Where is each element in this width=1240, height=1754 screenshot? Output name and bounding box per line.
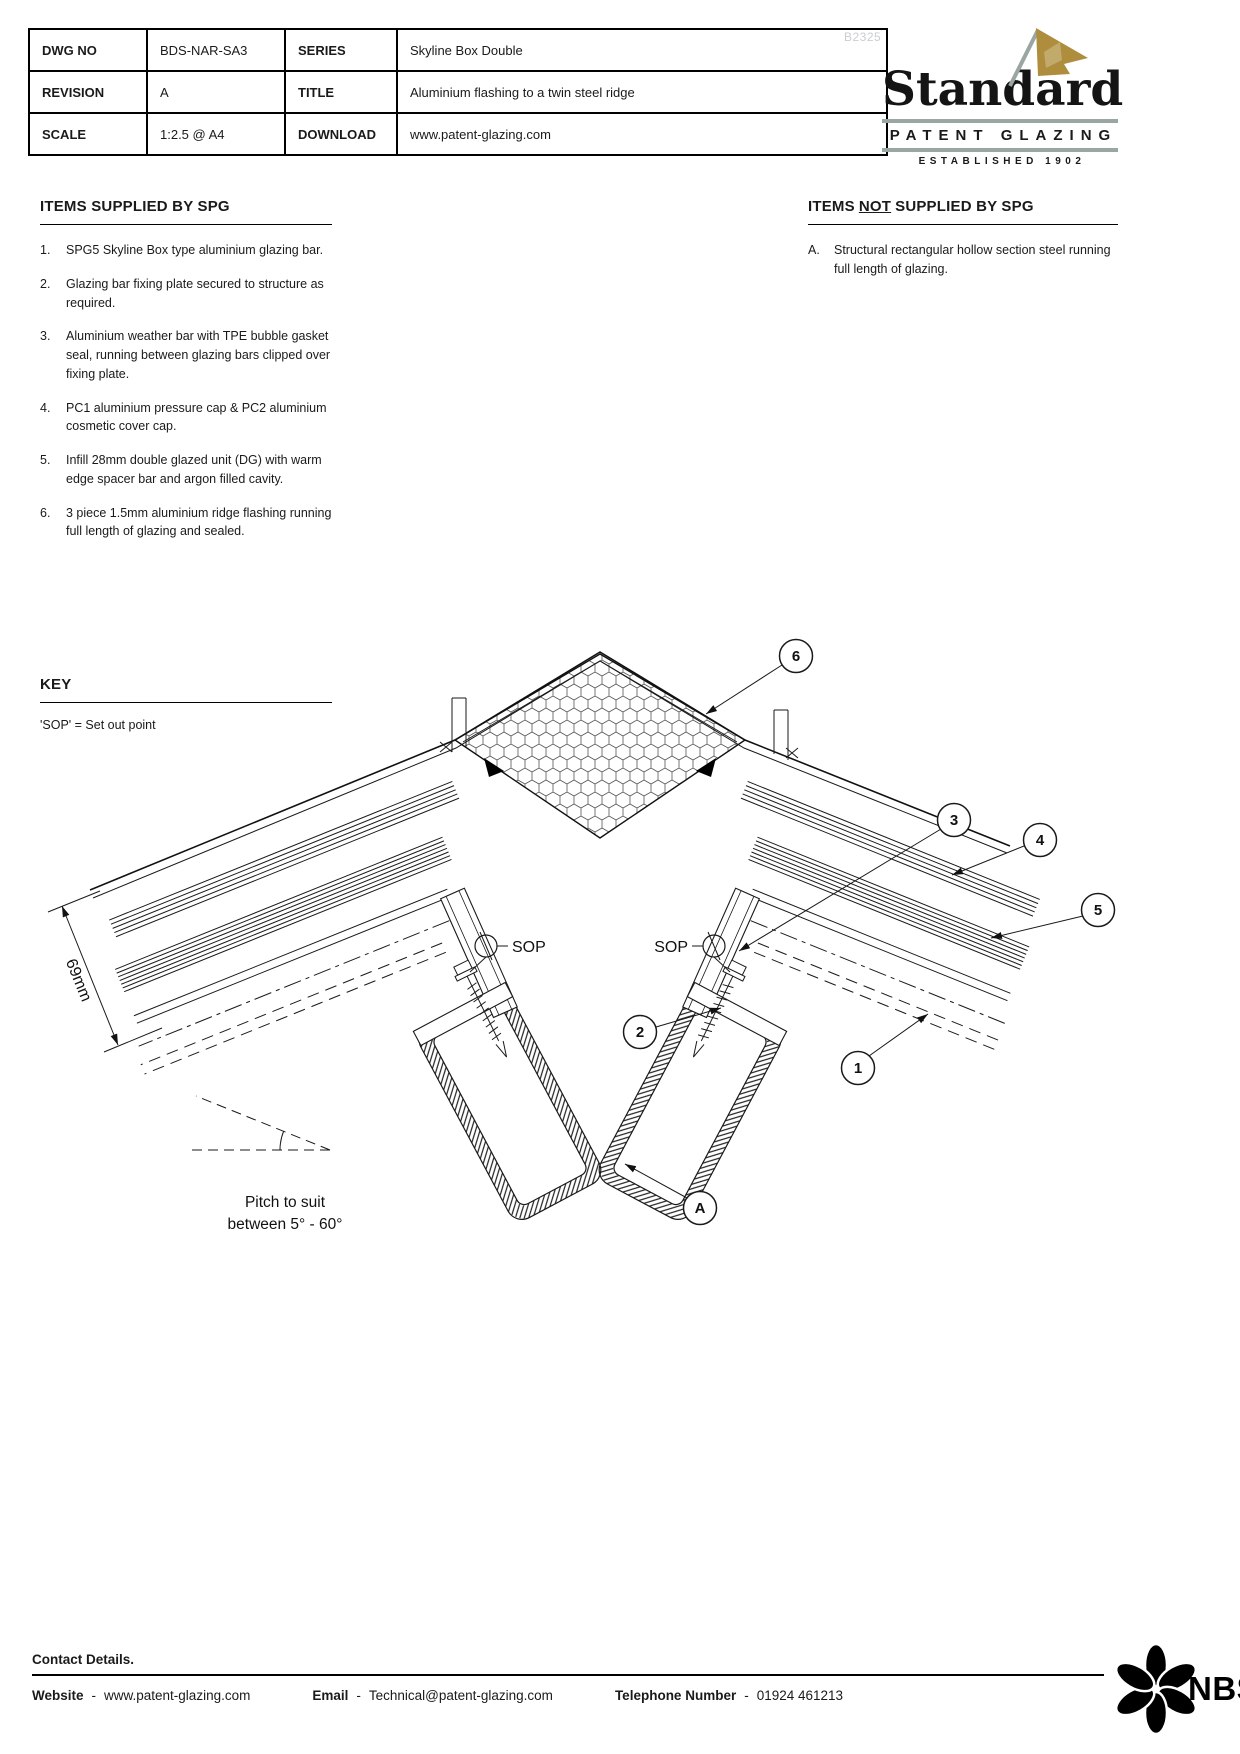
balloon-2: 2 xyxy=(622,1007,722,1050)
phone-value: 01924 461213 xyxy=(756,1688,844,1703)
scale-value: 1:2.5 @ A4 xyxy=(146,112,286,156)
sop-marker-right: SOP xyxy=(654,931,731,973)
flashing-screw-right xyxy=(785,747,799,759)
list-item: 6.3 piece 1.5mm aluminium ridge flashing… xyxy=(40,505,332,539)
right-glazing-slope xyxy=(740,780,1040,1053)
website-link[interactable]: www.patent-glazing.com xyxy=(104,1688,251,1703)
balloon-3: 3 xyxy=(738,802,972,952)
logo-rule-top xyxy=(882,119,1118,123)
balloon-1: 1 xyxy=(840,1013,929,1086)
website-label: Website xyxy=(32,1688,84,1703)
flag-icon xyxy=(1002,26,1092,93)
key-heading: KEY xyxy=(40,676,72,693)
pitch-text-line2: between 5° - 60° xyxy=(228,1216,343,1233)
list-item: 3.Aluminium weather bar with TPE bubble … xyxy=(40,329,331,381)
table-row: SCALE 1:2.5 @ A4 DOWNLOAD www.patent-gla… xyxy=(28,112,888,156)
contact-heading: Contact Details. xyxy=(32,1652,135,1667)
title-value: Aluminium flashing to a twin steel ridge xyxy=(396,70,888,114)
honeycomb-core xyxy=(453,653,747,839)
fixing-plate-right xyxy=(686,981,788,1047)
pitch-text-line1: Pitch to suit xyxy=(245,1194,326,1211)
contact-footer: Contact Details. Website - www.patent-gl… xyxy=(32,1652,1104,1703)
phone-group: Telephone Number - 01924 461213 xyxy=(614,1688,844,1703)
dwg-no-value: BDS-NAR-SA3 xyxy=(146,28,286,72)
items-not-supplied-list: A.Structural rectangular hollow section … xyxy=(808,241,1118,279)
flashing-upstand-left xyxy=(451,697,467,752)
balloon-A: A xyxy=(624,1163,718,1226)
balloon-4: 4 xyxy=(951,822,1058,876)
section-rule xyxy=(808,224,1118,225)
table-row: REVISION A TITLE Aluminium flashing to a… xyxy=(28,70,888,114)
section-rule xyxy=(40,702,332,703)
svg-text:5: 5 xyxy=(1094,902,1102,919)
svg-text:A: A xyxy=(695,1200,706,1217)
email-label: Email xyxy=(312,1688,349,1703)
revision-value: A xyxy=(146,70,286,114)
table-row: DWG NO BDS-NAR-SA3 SERIES Skyline Box Do… xyxy=(28,28,888,72)
email-link[interactable]: Technical@patent-glazing.com xyxy=(368,1688,553,1703)
website-group: Website - www.patent-glazing.com xyxy=(32,1688,251,1703)
sop-label-right: SOP xyxy=(654,939,688,956)
glazing-bar-left xyxy=(439,887,518,1019)
items-supplied-section: ITEMS SUPPLIED BY SPG 1.SPG5 Skyline Box… xyxy=(40,198,332,556)
download-label: DOWNLOAD xyxy=(284,112,398,156)
key-entry: 'SOP' = Set out point xyxy=(40,718,156,732)
series-label: SERIES xyxy=(284,28,398,72)
list-item: 4.PC1 aluminium pressure cap & PC2 alumi… xyxy=(40,400,327,434)
logo-rule-bottom xyxy=(882,148,1118,152)
logo-established: ESTABLISHED 1902 xyxy=(918,156,1086,167)
flashing-screw-left xyxy=(439,741,453,753)
sop-marker-left: SOP xyxy=(469,931,546,973)
phone-label: Telephone Number xyxy=(614,1688,737,1703)
logo-tagline: PATENT GLAZING xyxy=(889,127,1118,144)
pitch-indicator: Pitch to suit between 5° - 60° xyxy=(192,1095,343,1233)
revision-label: REVISION xyxy=(28,70,148,114)
glazing-bar-right xyxy=(682,887,761,1019)
logo-wordmark: Standard xyxy=(882,62,1124,117)
left-glazing-slope xyxy=(109,780,460,1075)
watermark-code: B2325 xyxy=(844,30,882,44)
svg-text:2: 2 xyxy=(636,1024,644,1041)
dimension-text: 69mm xyxy=(62,957,94,1005)
list-item: 1.SPG5 Skyline Box type aluminium glazin… xyxy=(40,243,324,257)
title-label: TITLE xyxy=(284,70,398,114)
svg-text:1: 1 xyxy=(854,1060,862,1077)
list-item: 2.Glazing bar fixing plate secured to st… xyxy=(40,276,324,310)
svg-text:3: 3 xyxy=(950,812,958,829)
nbs-wordmark: NBS xyxy=(1188,1670,1240,1707)
sop-label-left: SOP xyxy=(512,939,546,956)
nbs-flower-icon xyxy=(1116,1645,1196,1733)
fixing-plate-left xyxy=(412,981,514,1047)
footer-rule xyxy=(32,1674,1104,1676)
company-logo: Standard PATENT GLAZING ESTABLISHED 1902 xyxy=(882,26,1124,167)
balloon-6: 6 xyxy=(705,638,814,715)
balloon-5: 5 xyxy=(990,892,1116,939)
svg-text:6: 6 xyxy=(792,648,800,665)
scale-label: SCALE xyxy=(28,112,148,156)
items-supplied-heading: ITEMS SUPPLIED BY SPG xyxy=(40,198,230,215)
series-value: Skyline Box Double xyxy=(396,28,888,72)
dwg-no-label: DWG NO xyxy=(28,28,148,72)
nbs-logo: NBS xyxy=(1116,1645,1240,1733)
title-block-table: DWG NO BDS-NAR-SA3 SERIES Skyline Box Do… xyxy=(28,28,888,156)
ridge-flashing xyxy=(89,651,1011,899)
svg-text:4: 4 xyxy=(1036,832,1045,849)
email-group: Email - Technical@patent-glazing.com xyxy=(312,1688,553,1703)
items-supplied-list: 1.SPG5 Skyline Box type aluminium glazin… xyxy=(40,241,332,541)
list-item: A.Structural rectangular hollow section … xyxy=(808,243,1111,276)
key-section: KEY 'SOP' = Set out point xyxy=(40,676,332,732)
flashing-upstand-right xyxy=(773,709,789,760)
list-item: 5.Infill 28mm double glazed unit (DG) wi… xyxy=(40,453,322,486)
download-link[interactable]: www.patent-glazing.com xyxy=(396,112,888,156)
section-rule xyxy=(40,224,332,225)
